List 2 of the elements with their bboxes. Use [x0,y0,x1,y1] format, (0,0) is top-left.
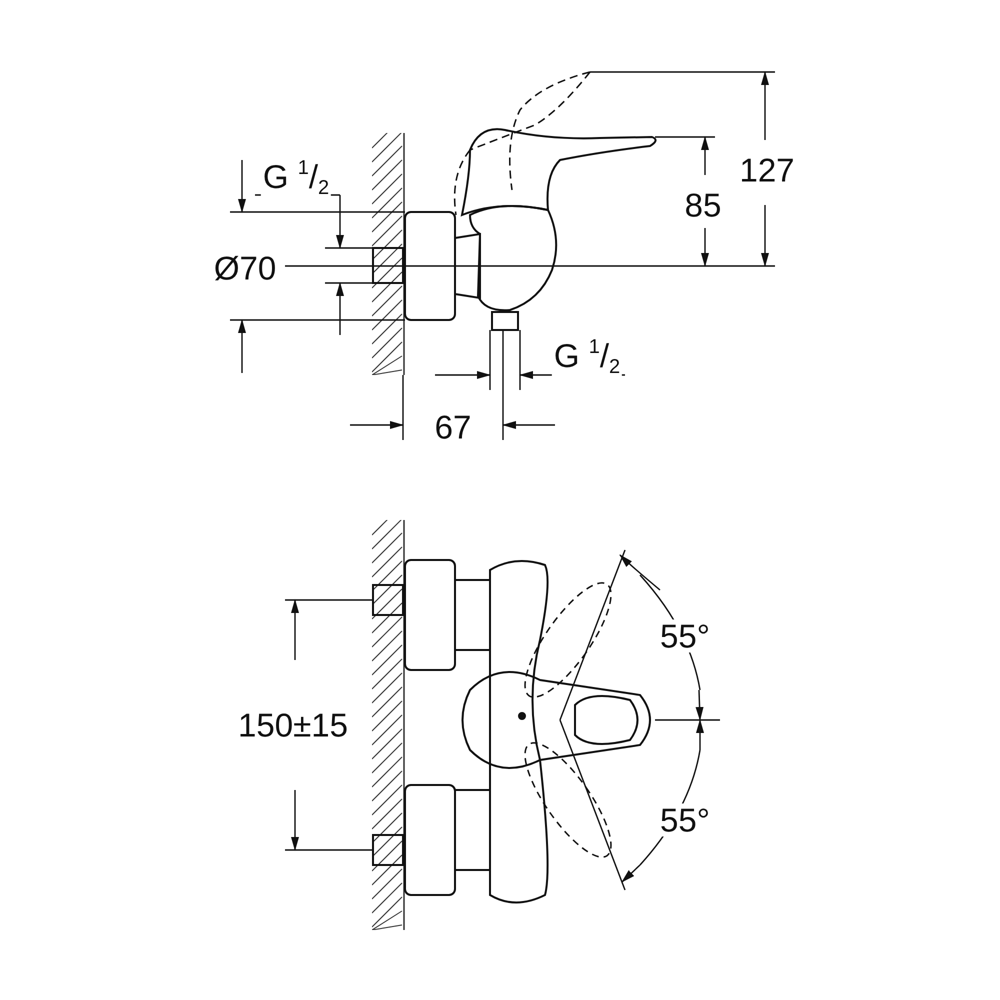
dimension-label: G $^{1}$/$_{2}$ [260,158,332,198]
dimension-label: G $^{1}$/$_{2}$ [552,337,622,377]
